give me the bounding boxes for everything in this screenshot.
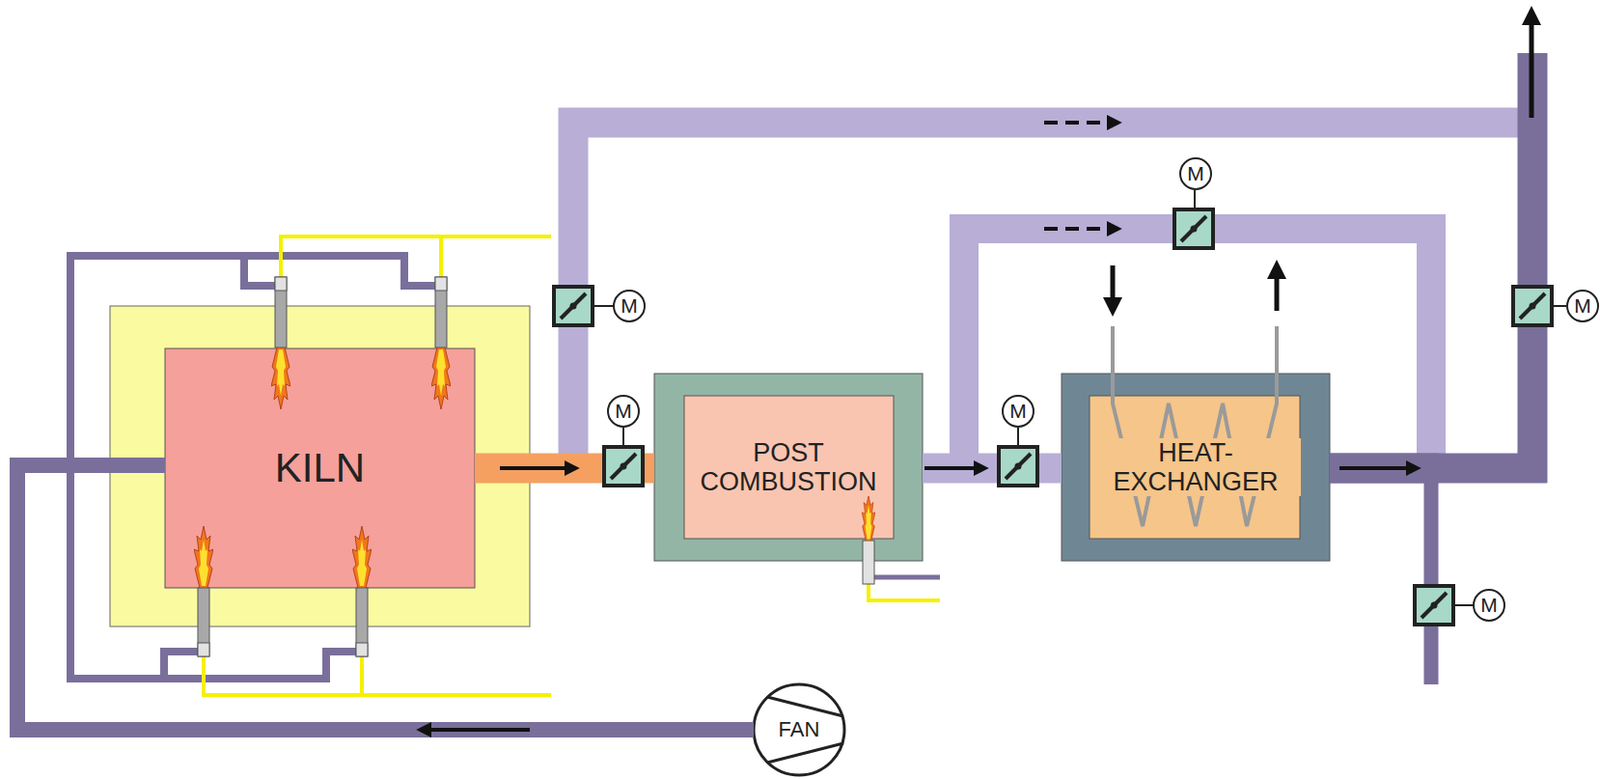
post-combustion-housing (654, 373, 923, 561)
duct (922, 453, 1062, 484)
burner-flame (193, 525, 214, 588)
flow-arrow (428, 727, 530, 732)
kiln-box: KILN (165, 348, 475, 588)
exhaust-arrow (1529, 21, 1535, 118)
motor-symbol: M (1566, 289, 1600, 323)
damper (998, 446, 1038, 486)
flow-arrow (1339, 466, 1409, 470)
coil-inlet-arrow (1110, 265, 1116, 302)
duct-connector (17, 465, 754, 730)
air-line (874, 575, 940, 580)
fan-symbol-line (767, 696, 844, 717)
duct-connector (1329, 468, 1439, 685)
damper (604, 446, 643, 486)
duct-connector (922, 468, 1062, 469)
fan-circle: FAN (751, 682, 847, 777)
heat-exchanger-housing (1061, 373, 1330, 561)
burner-flame (431, 347, 451, 410)
damper (1513, 286, 1552, 326)
motor-symbol: M (1001, 394, 1035, 428)
duct (1424, 481, 1439, 685)
duct (17, 465, 754, 730)
motor-symbol: M (606, 394, 640, 428)
exchanger-bypass-duct (964, 228, 1432, 454)
coil-outlet-arrow (1274, 275, 1280, 311)
burner-flame (861, 495, 876, 541)
node-label: HEAT-EXCHANGER (1090, 438, 1301, 497)
post-combustion-chamber (684, 395, 894, 539)
heat-exchanger-box: HEAT-EXCHANGER (1061, 373, 1330, 561)
exchanger-outlet-duct (1329, 453, 1547, 484)
kiln-bypass-duct (573, 122, 1521, 454)
duct (1329, 453, 1439, 484)
flow-arrow (499, 466, 568, 470)
motor-symbol: M (1472, 588, 1506, 622)
damper (1174, 209, 1214, 249)
damper (1414, 585, 1454, 625)
fan-symbol-line (767, 743, 844, 763)
gas-line (203, 236, 940, 695)
node-label: POST COMBUSTION (688, 438, 889, 497)
post-combustion-box: POST COMBUSTION (654, 373, 923, 561)
bypass-flow-arrow (1044, 120, 1110, 125)
kiln-housing (110, 305, 530, 627)
bypass-flow-arrow (1044, 226, 1110, 231)
motor-link (593, 190, 1567, 606)
motor-symbol: M (612, 289, 646, 323)
motor-symbol: M (1179, 157, 1213, 191)
flow-arrow (924, 466, 977, 470)
kiln-chamber (165, 348, 475, 588)
damper (553, 286, 593, 326)
node-label: FAN (774, 717, 825, 743)
node-label: KILN (271, 444, 369, 491)
fan-casing (753, 684, 845, 775)
burner-flame (352, 525, 372, 588)
burner-flame (271, 347, 291, 410)
